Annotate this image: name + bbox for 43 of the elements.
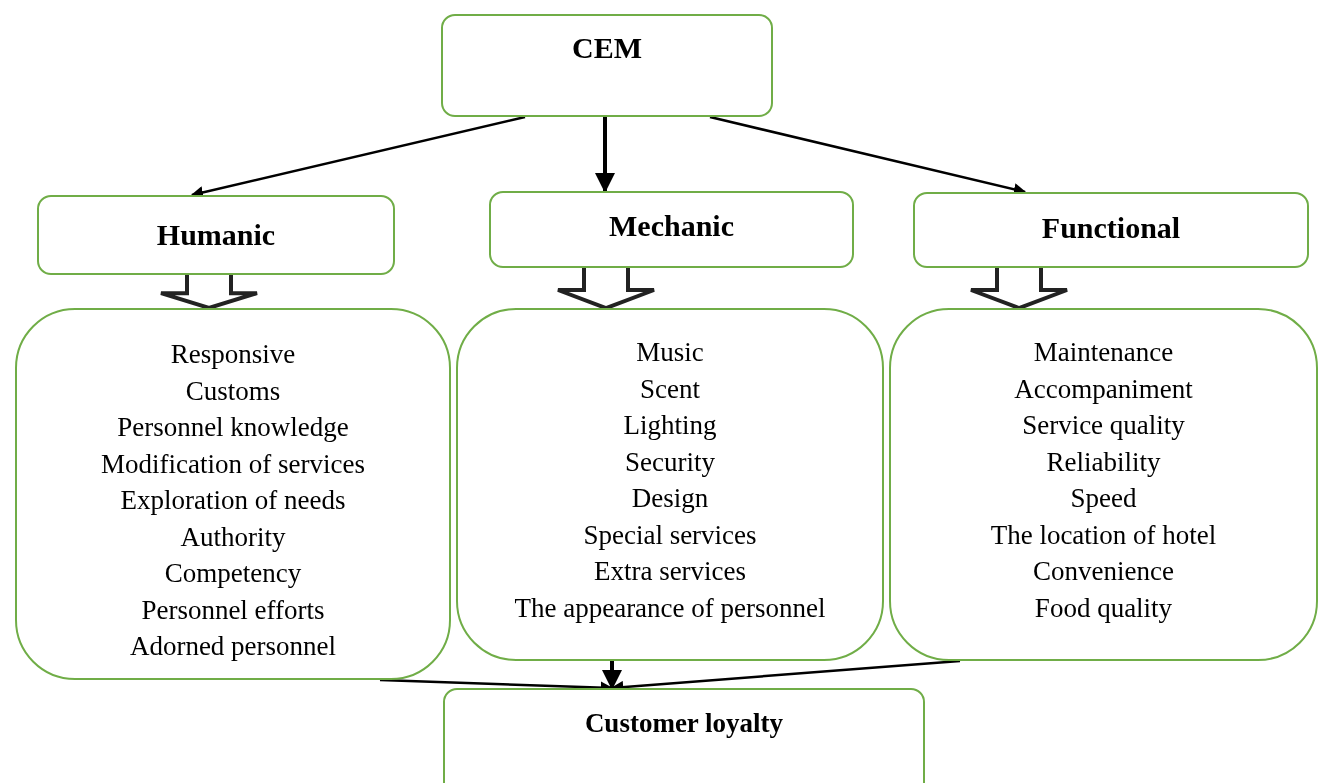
category-box [489, 191, 854, 268]
factor-list: Lighting [623, 407, 717, 444]
factor-list: Competency [164, 555, 302, 592]
factor-list: Authority [180, 518, 286, 555]
hollow-arrow [556, 266, 656, 311]
factor-list-box [15, 308, 451, 680]
factor-list: Personnel efforts [141, 591, 325, 628]
factor-list: Service quality [1022, 407, 1185, 444]
box-title: Mechanic [609, 208, 734, 243]
arrow [602, 661, 622, 690]
factor-list: The appearance of personnel [514, 589, 826, 626]
arrow [595, 117, 615, 193]
factor-list: Maintenance [1033, 334, 1174, 371]
factor-list-box [889, 308, 1318, 661]
factor-list: Personnel knowledge [117, 409, 349, 446]
factor-list: Scent [640, 370, 700, 407]
category-box [443, 688, 925, 783]
factor-list: Security [625, 443, 715, 480]
factor-list: Adorned personnel [129, 628, 337, 665]
factor-list: Reliability [1046, 443, 1161, 480]
factor-list: Modification of services [101, 445, 365, 482]
factor-list: Special services [583, 516, 757, 553]
factor-list: Responsive [170, 336, 296, 373]
factor-list: Convenience [1033, 553, 1174, 590]
category-box [913, 192, 1309, 268]
hollow-arrow [159, 273, 259, 311]
factor-list: Extra services [593, 553, 747, 590]
factor-list-box [456, 308, 884, 661]
box-title: CEM [572, 30, 642, 65]
factor-list: Exploration of needs [120, 482, 346, 519]
factor-list: Accompaniment [1014, 370, 1193, 407]
hollow-arrow [969, 266, 1069, 311]
factor-list: The location of hotel [990, 516, 1217, 553]
factor-list: Music [636, 334, 704, 371]
factor-list: Customs [185, 372, 281, 409]
factor-list: Food quality [1034, 589, 1173, 626]
factor-list: Design [631, 480, 709, 517]
category-box [37, 195, 395, 275]
category-box [441, 14, 773, 117]
box-title: Customer loyalty [584, 707, 784, 739]
box-title: Humanic [156, 218, 276, 252]
box-title: Functional [1041, 211, 1181, 245]
factor-list: Speed [1070, 480, 1137, 517]
